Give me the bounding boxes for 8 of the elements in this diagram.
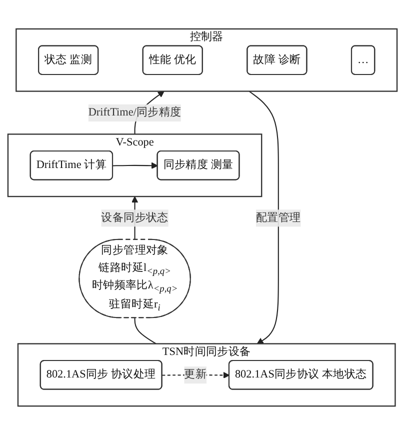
connector [134,318,156,344]
arrow [112,162,158,169]
edge-label: 配置管理 [256,212,301,224]
edge-label: 更新 [184,368,207,381]
arrow [162,372,230,378]
edge-label: DriftTime/同步精度 [88,106,182,119]
edge-label: 设备同步状态 [101,212,168,224]
arrow [248,90,279,344]
